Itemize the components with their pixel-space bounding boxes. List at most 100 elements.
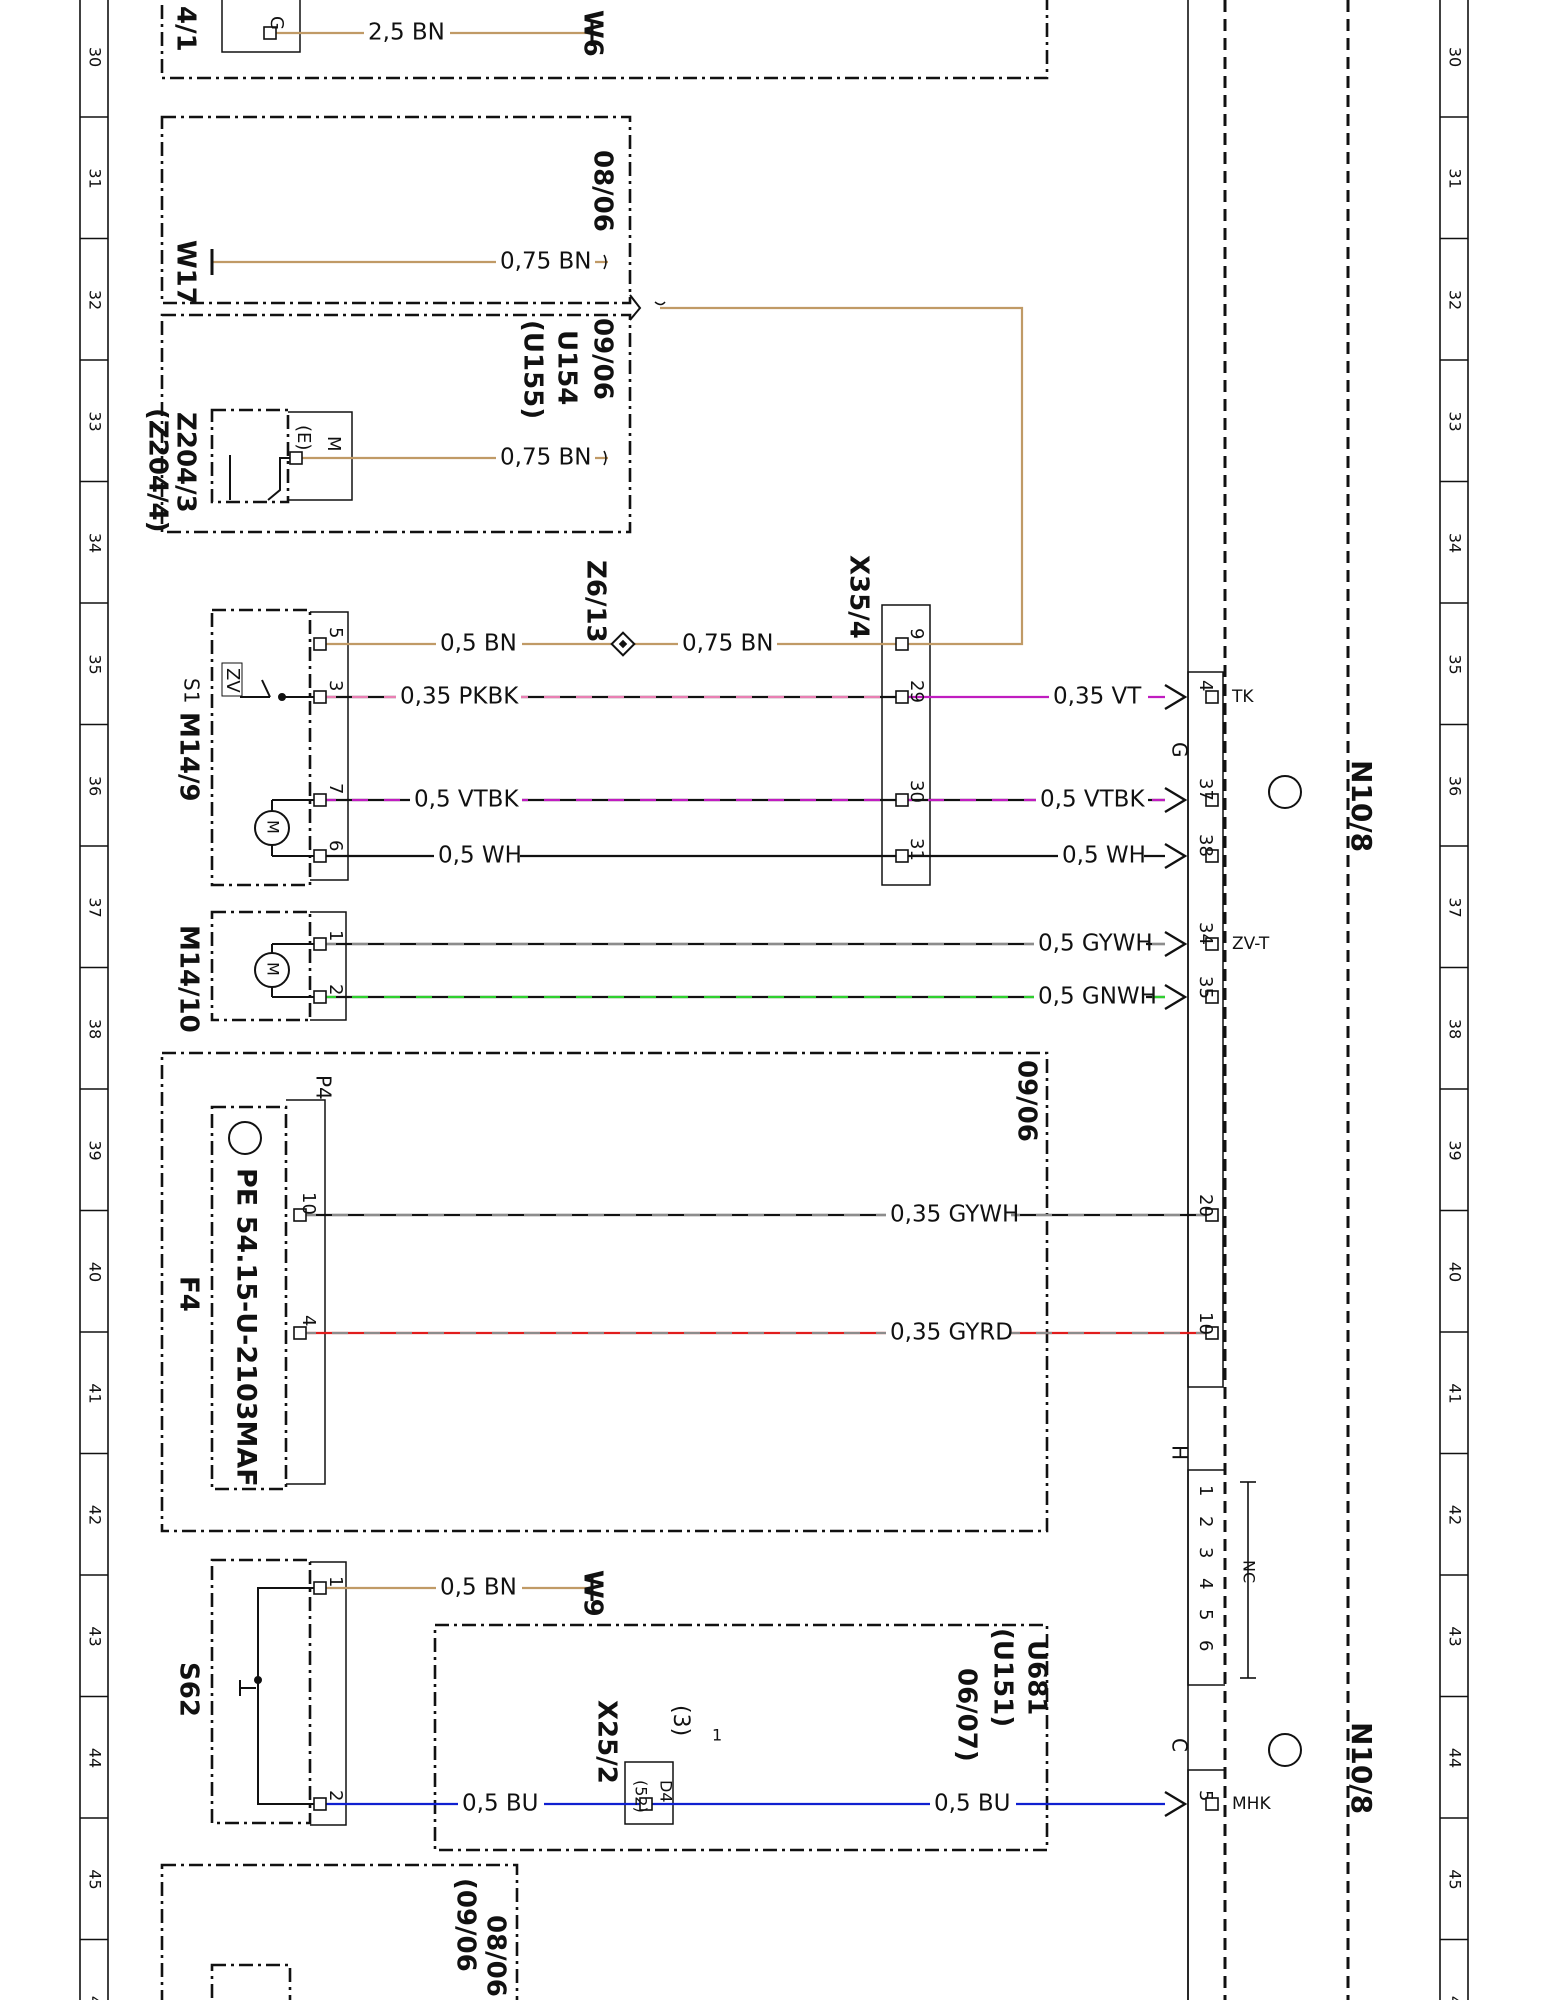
ruler-label-left: 41 bbox=[86, 1383, 105, 1403]
ruler-label-right: 40 bbox=[1446, 1262, 1465, 1282]
connector-c: C bbox=[1168, 1738, 1192, 1752]
pin-number: 7 bbox=[325, 783, 346, 794]
connector-housings bbox=[221, 0, 1225, 2004]
pin-contact bbox=[895, 793, 909, 807]
pin-contact bbox=[1205, 990, 1219, 1004]
wire-label-background bbox=[458, 1790, 544, 1818]
pin-contact bbox=[313, 637, 327, 651]
ruler-label-right: 38 bbox=[1446, 1019, 1465, 1039]
component-s62: S62 bbox=[174, 1662, 204, 1717]
wire-label-background bbox=[886, 1319, 1011, 1347]
pin-contact bbox=[895, 690, 909, 704]
ruler-label-left: 44 bbox=[86, 1748, 105, 1768]
ruler-label-right: 33 bbox=[1446, 411, 1465, 431]
wire-label-background bbox=[1036, 786, 1148, 814]
pin-contact bbox=[313, 1581, 327, 1595]
component-w17: W17 bbox=[171, 240, 201, 305]
wire-label-background bbox=[436, 1574, 522, 1602]
ruler-label-right: 4 bbox=[1446, 1996, 1465, 2000]
box-bottom-inner bbox=[210, 1963, 292, 2004]
wire-label-background bbox=[678, 630, 777, 658]
pin-contact bbox=[1205, 937, 1219, 951]
pin-number: 37 bbox=[1195, 778, 1216, 801]
wire-label-background bbox=[930, 1790, 1016, 1818]
pin-superscript: 1 bbox=[712, 1726, 722, 1745]
pin-number: 5 bbox=[1195, 1609, 1216, 1620]
pin-number: 6 bbox=[325, 840, 346, 851]
wire-label-background bbox=[496, 444, 595, 472]
wire-label-background bbox=[1058, 842, 1144, 870]
box-m14-10 bbox=[210, 910, 312, 1022]
splice-z6-13 bbox=[610, 631, 636, 657]
component-zv: ZV bbox=[222, 668, 243, 693]
right-ruler bbox=[1439, 0, 1469, 2000]
pin-number: 6 bbox=[1195, 1640, 1216, 1651]
pin-number: 1 bbox=[325, 930, 346, 941]
component-w6: W6 bbox=[578, 10, 608, 57]
wire-label-background bbox=[496, 248, 595, 276]
ruler-label-right: 30 bbox=[1446, 47, 1465, 67]
pin-contact bbox=[313, 1797, 327, 1811]
version-brace bbox=[629, 294, 642, 321]
box-f4 bbox=[160, 1051, 1049, 1533]
housing-n10-8-g bbox=[1187, 671, 1224, 1388]
component-z204-m: M bbox=[323, 436, 344, 452]
ruler-label-right: 34 bbox=[1446, 533, 1465, 553]
ruler-label-right: 32 bbox=[1446, 290, 1465, 310]
pin-contact bbox=[313, 937, 327, 951]
pin-contact bbox=[895, 849, 909, 863]
version-0806: 08/06 bbox=[588, 150, 618, 232]
box-z204 bbox=[210, 408, 290, 504]
pin-contact bbox=[293, 1208, 307, 1222]
pin-contact bbox=[1205, 849, 1219, 863]
component-n10-8: N10/8 bbox=[1345, 760, 1378, 852]
housing-m14-10 bbox=[310, 911, 347, 1021]
housing-x35-4 bbox=[881, 604, 931, 886]
left-ruler bbox=[79, 0, 109, 2000]
wire-label: 0,75 BN bbox=[500, 249, 592, 275]
pin-number: 29 bbox=[906, 680, 927, 703]
wire-label: 0,35 GYRD bbox=[890, 1320, 1013, 1346]
version-0906: 09/06 bbox=[588, 318, 618, 400]
pin-3-label: (3) bbox=[668, 1705, 693, 1736]
component-s1: S1 bbox=[180, 678, 204, 703]
ruler-label-left: 4 bbox=[86, 1996, 105, 2000]
wire-label: 0,75 BN bbox=[682, 631, 774, 657]
ruler-label-left: 43 bbox=[86, 1626, 105, 1646]
connector-g: G bbox=[1168, 742, 1192, 758]
wire-label: 0,5 BN bbox=[440, 631, 517, 657]
wire-label: 0,5 VTBK bbox=[414, 787, 519, 813]
component-p4: P4 bbox=[312, 1075, 336, 1100]
pin-number: 5 bbox=[1195, 1790, 1216, 1801]
ruler-label-left: 36 bbox=[86, 776, 105, 796]
version-0906-b: 09/06 bbox=[1012, 1060, 1042, 1142]
pin-number: 2 bbox=[1195, 1516, 1216, 1527]
arrow-head bbox=[1164, 983, 1188, 1011]
ruler-label-right: 43 bbox=[1446, 1626, 1465, 1646]
motor-label: M bbox=[264, 962, 283, 976]
ruler-label-left: 33 bbox=[86, 411, 105, 431]
ruler-label-left: 32 bbox=[86, 290, 105, 310]
connector-arrows bbox=[1164, 683, 1188, 1818]
pin-number: 2 bbox=[325, 1790, 346, 1801]
pin-number: 4 bbox=[1195, 680, 1216, 691]
pin-contact bbox=[289, 451, 303, 465]
ruler-label-left: 34 bbox=[86, 533, 105, 553]
ruler-label-left: 38 bbox=[86, 1019, 105, 1039]
component-n10-8: N10/8 bbox=[1345, 1722, 1378, 1814]
component-x35-4: X35/4 bbox=[844, 555, 874, 639]
version-0607: 06/07) bbox=[952, 1668, 982, 1762]
wires bbox=[212, 31, 1212, 1806]
connector-h: H bbox=[1168, 1445, 1192, 1460]
pin-contact bbox=[263, 26, 277, 40]
connector-top-g: G bbox=[266, 16, 287, 30]
ruler-label-right: 36 bbox=[1446, 776, 1465, 796]
wire-label: 0,5 BU bbox=[462, 1791, 539, 1817]
pin-contact bbox=[313, 793, 327, 807]
housing-x25-2 bbox=[624, 1761, 674, 1825]
component-m14-10: M14/10 bbox=[174, 925, 204, 1033]
pin-squares bbox=[263, 26, 1219, 1811]
wire-label: 0,35 GYWH bbox=[890, 1202, 1019, 1228]
